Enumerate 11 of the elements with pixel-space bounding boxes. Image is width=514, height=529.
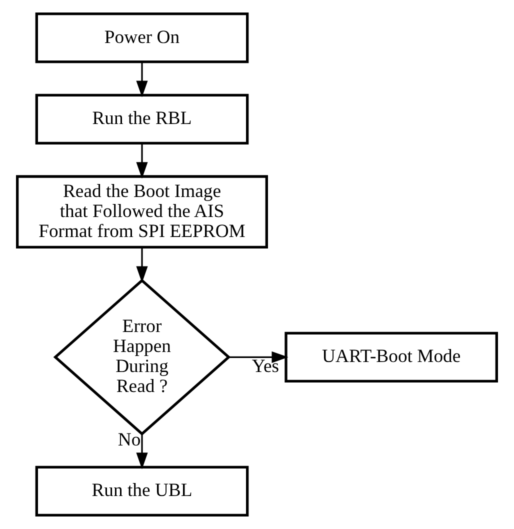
arrow [136,143,148,179]
node-box: UART-Boot Mode [284,332,498,382]
node-box: Run the UBL [35,466,249,516]
node-box: Run the RBL [35,94,249,144]
node-box: Read the Boot Image that Followed the AIS Format from SPI EEPROM [16,175,268,248]
arrow [136,247,148,283]
arrow [136,434,148,470]
arrow [228,351,288,363]
arrow [136,62,148,98]
node-box: Power On [35,12,249,64]
edge-label: Yes [252,356,279,378]
